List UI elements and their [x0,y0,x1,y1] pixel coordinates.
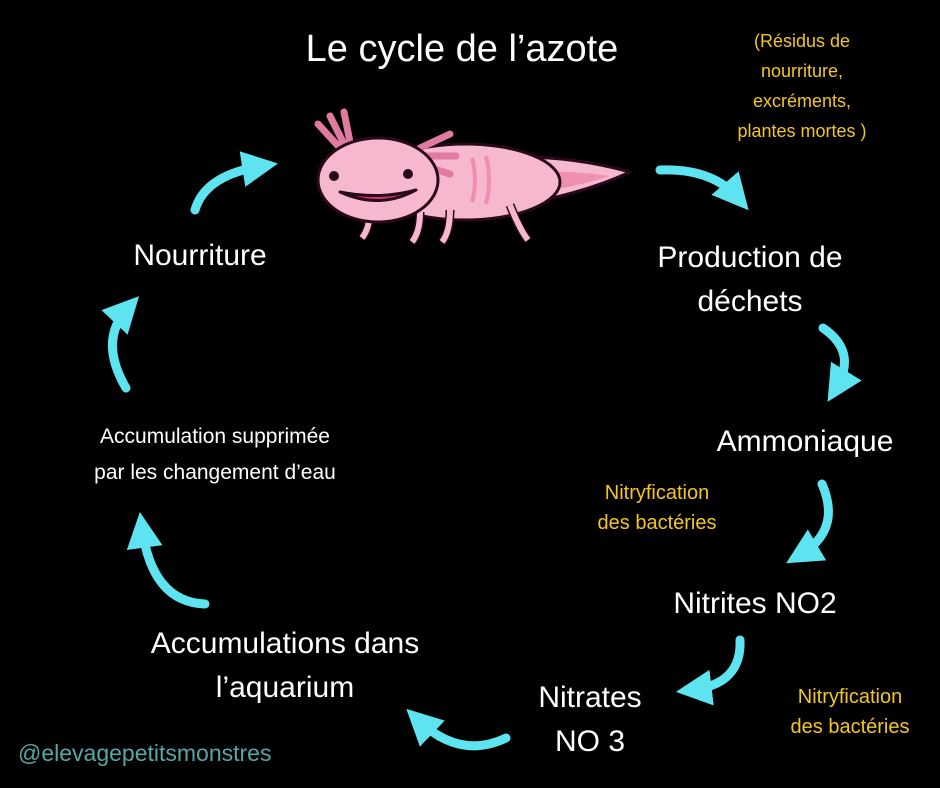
bacteria-label-line: des bactéries [790,716,910,738]
node-production: Production de déchets [630,236,870,324]
arrow-nourriture-to-axolotl [190,151,279,215]
bacteria-label-line: Nitryfication [797,686,903,708]
node-accumulations-line: Accumulations dans [150,627,420,660]
node-nourriture: Nourriture [133,239,267,272]
node-water-change-line: par les changement d’eau [94,461,336,484]
node-accumulations-line: l’aquarium [215,671,355,704]
bacteria-label-line: des bactéries [597,512,717,534]
arrow-water-change-to-nourriture [101,296,140,393]
node-nitrates: Nitrates NO 3 [515,676,665,764]
waste-note-line: (Résidus de [753,31,851,51]
arrow-nitrates-to-accumulations [406,708,511,751]
node-production-line: déchets [697,285,803,318]
waste-note-line: excréments, [752,91,852,111]
waste-note-line: nourriture, [760,61,844,81]
node-accumulations: Accumulations dans l’aquarium [120,622,450,710]
node-nitrites: Nitrites NO2 [673,587,837,620]
arrow-ammoniaque-to-nitrites [786,479,833,564]
bacteria-label-2: Nitryfication des bactéries [770,682,930,742]
node-nitrates-line: Nitrates [538,681,642,714]
arrow-axolotl-to-production [655,165,749,211]
node-nitrates-line: NO 3 [554,725,626,758]
author-handle: @elevagepetitsmonstres [18,740,272,766]
arrow-accumulations-to-water-change [126,511,210,609]
node-water-change-line: Accumulation supprimée [100,425,330,448]
bacteria-label-1: Nitryfication des bactéries [572,478,742,538]
axolotl-icon [314,108,632,245]
node-production-line: Production de [657,241,843,274]
node-ammoniaque: Ammoniaque [716,425,894,458]
diagram-title: Le cycle de l’azote [305,28,619,70]
arrow-nitrites-to-nitrates [675,635,745,706]
node-water-change: Accumulation supprimée par les changemen… [40,419,390,491]
waste-note: (Résidus de nourriture, excréments, plan… [712,26,892,146]
arrow-production-to-ammoniaque [818,323,862,402]
bacteria-label-line: Nitryfication [604,482,710,504]
waste-note-line: plantes mortes ) [737,121,867,141]
